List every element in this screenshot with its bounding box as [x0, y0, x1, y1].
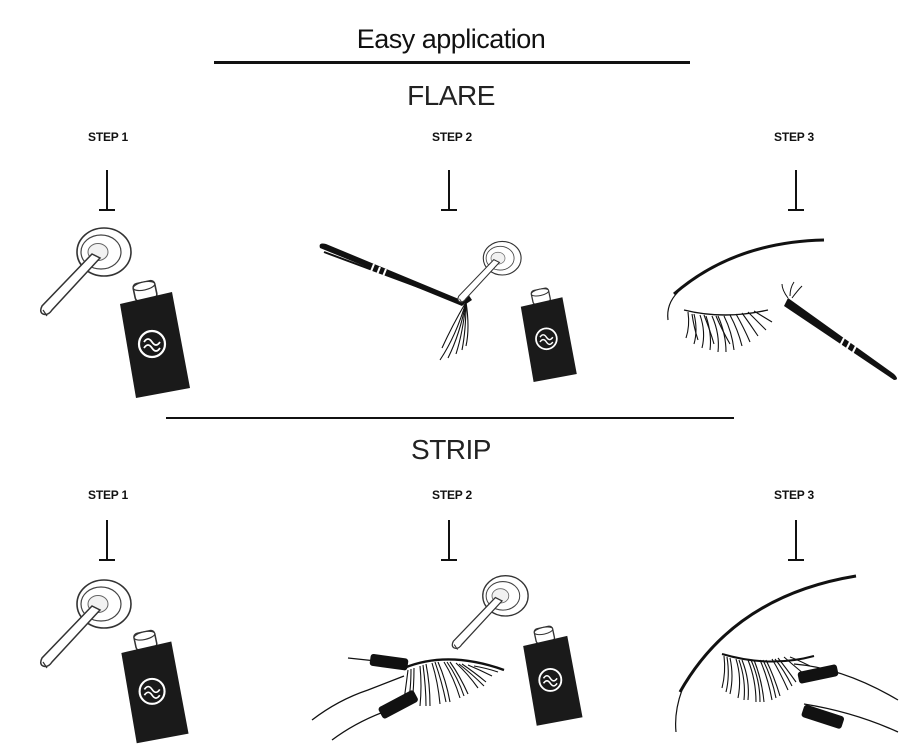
strip-step-2-label: STEP 2 — [432, 488, 472, 502]
strip-step-3-label: STEP 3 — [774, 488, 814, 502]
strip-lash-icon — [721, 655, 811, 703]
glue-bottle-icon — [114, 278, 194, 403]
section-divider — [166, 417, 734, 419]
flare-step-1-arrow-icon — [99, 170, 115, 212]
tweezers-with-flare-lash-icon — [319, 243, 472, 361]
glue-bottle-icon — [516, 286, 580, 386]
fingers-icon — [793, 663, 899, 733]
section-title-flare: FLARE — [407, 80, 495, 111]
strip-lash-icon — [403, 661, 499, 707]
fingers-icon — [311, 657, 409, 741]
strip-step-1-arrow-icon — [99, 520, 115, 562]
flare-lash-icon — [439, 301, 469, 361]
glue-bottle-icon — [518, 624, 586, 730]
flare-step-1-label: STEP 1 — [88, 130, 128, 144]
strip-step-2-arrow-icon — [441, 520, 457, 562]
closed-eye-with-flare-icon — [667, 238, 897, 380]
section-title-strip: STRIP — [411, 434, 491, 465]
flare-step-2-arrow-icon — [441, 170, 457, 212]
strip-step-1-label: STEP 1 — [88, 488, 128, 502]
page-title: Easy application — [356, 24, 546, 54]
closed-eye-with-strip-lash-icon — [675, 574, 899, 733]
flare-step-3-label: STEP 3 — [774, 130, 814, 144]
flare-step-2-label: STEP 2 — [432, 130, 472, 144]
strip-step-3-arrow-icon — [788, 520, 804, 562]
flare-step-3-arrow-icon — [788, 170, 804, 212]
title-underline — [214, 61, 690, 64]
fingers-with-strip-lash-icon — [311, 653, 505, 741]
closed-eye-icon — [685, 310, 773, 353]
glue-bottle-icon — [114, 628, 194, 748]
